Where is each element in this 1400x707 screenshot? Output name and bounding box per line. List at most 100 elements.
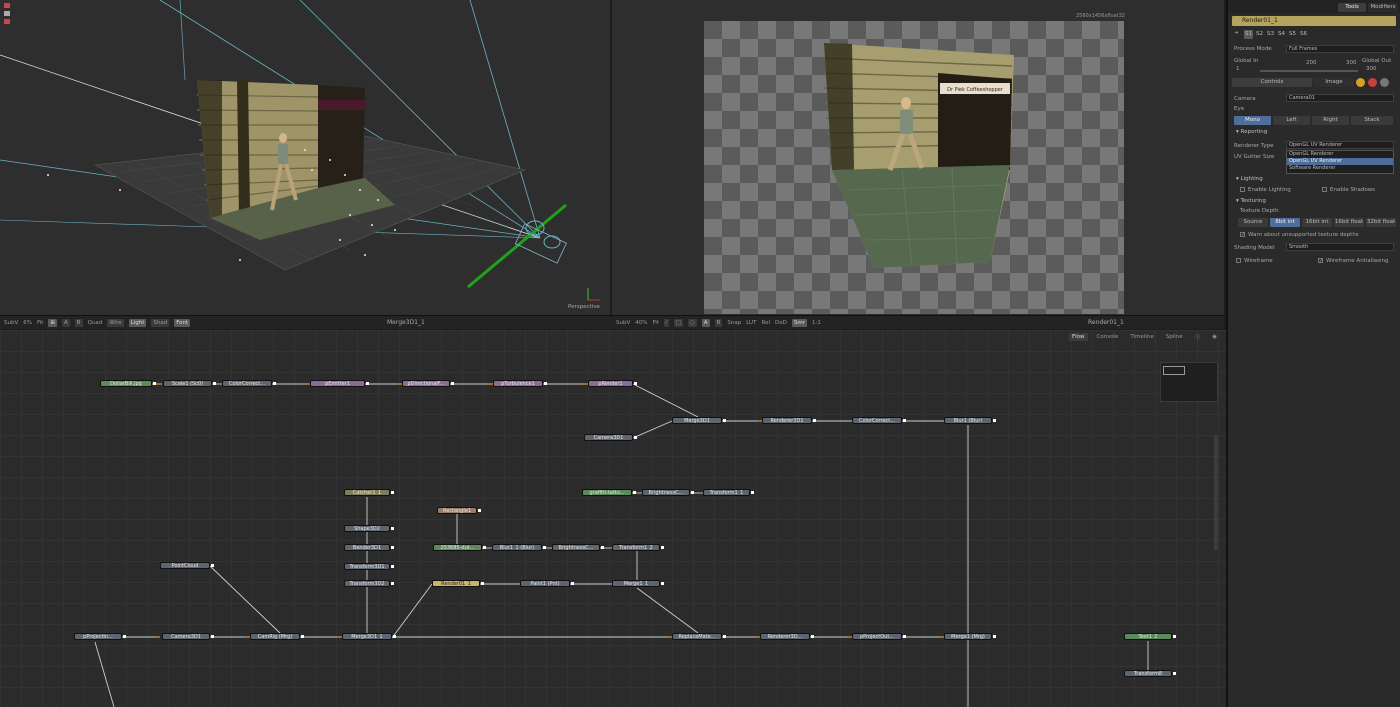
dod-button[interactable]: DoD xyxy=(775,319,787,326)
node-output-pin[interactable] xyxy=(273,382,276,385)
flow-node-blur11[interactable]: Blur1_1 (Blur) xyxy=(492,544,542,551)
flow-node-merge3d11[interactable]: Merge3D1_1 xyxy=(342,633,392,640)
node-output-pin[interactable] xyxy=(391,582,394,585)
warn-depth-checkbox[interactable]: ✓Warn about unsupported texture depths xyxy=(1240,232,1359,238)
camera-select[interactable]: Camera01 xyxy=(1286,94,1394,102)
node-output-pin[interactable] xyxy=(634,436,637,439)
flow-node-merge3d1[interactable]: Merge3D1 xyxy=(672,417,722,424)
tab-s5[interactable]: S5 xyxy=(1289,31,1296,37)
zoom-readout[interactable]: 6% xyxy=(23,319,32,326)
enable-lighting-checkbox[interactable]: Enable Lighting xyxy=(1240,187,1291,193)
flow-node-transform1[interactable]: Transform1_1 xyxy=(703,489,750,496)
reset-icon[interactable] xyxy=(1380,78,1389,87)
flow-node-tr3d1[interactable]: Transform3D1 xyxy=(344,563,390,570)
eye-left-button[interactable]: Left xyxy=(1273,116,1310,125)
tab-spline[interactable]: Spline xyxy=(1165,334,1183,340)
global-out-value[interactable]: 300 xyxy=(1366,66,1377,72)
pin-icon[interactable]: ⇥ xyxy=(1234,30,1239,36)
node-output-pin[interactable] xyxy=(544,382,547,385)
flow-node-tr12[interactable]: Transform1_2 xyxy=(612,544,660,551)
tab-controls[interactable]: Controls xyxy=(1232,78,1312,87)
flow-node-pdir[interactable]: pDirectionalF... xyxy=(402,380,450,387)
renderer-type-select[interactable]: OpenGL UV Renderer xyxy=(1286,141,1394,149)
depth-source-button[interactable]: Source xyxy=(1238,218,1268,227)
wire-button[interactable]: Wire xyxy=(107,318,124,327)
flow-node-camera1[interactable]: Camera3D1 xyxy=(584,434,633,441)
option-opengl-uv-renderer[interactable]: OpenGL UV Renderer xyxy=(1287,158,1393,165)
depth-16bit-float-button[interactable]: 16bit float xyxy=(1334,218,1364,227)
node-output-pin[interactable] xyxy=(691,491,694,494)
flow-node-scale1[interactable]: Scale1 (Sc0) xyxy=(163,380,212,387)
flow-node-projout[interactable]: pProjectOut... xyxy=(852,633,902,640)
flow-node-catcher[interactable]: Catcher1_1 xyxy=(344,489,390,496)
process-mode-select[interactable]: Full Frames xyxy=(1286,45,1394,53)
flow-node-render3d1[interactable]: Renderer3D1 xyxy=(762,417,812,424)
letter-a-icon[interactable]: A xyxy=(62,318,70,327)
depth-32bit-float-button[interactable]: 32bit float xyxy=(1366,218,1396,227)
node-output-pin[interactable] xyxy=(213,382,216,385)
letter-a-icon-right[interactable]: A xyxy=(701,318,710,327)
tab-s6[interactable]: S6 xyxy=(1300,31,1307,37)
depth-8bit-button[interactable]: 8bit int xyxy=(1270,218,1300,227)
flow-node-pturb[interactable]: pTurbulence1 xyxy=(493,380,543,387)
node-output-pin[interactable] xyxy=(366,382,369,385)
letter-b-icon-right[interactable]: B xyxy=(714,318,723,327)
flow-node-merge2[interactable]: Merge1 (Mrg) xyxy=(944,633,992,640)
node-output-pin[interactable] xyxy=(903,419,906,422)
flow-node-dollar[interactable]: DollarBill.jpg xyxy=(100,380,152,387)
shad-button[interactable]: Shad xyxy=(151,318,170,327)
flow-node-render011[interactable]: Render01_1 xyxy=(432,580,480,587)
node-output-pin[interactable] xyxy=(481,582,484,585)
node-output-pin[interactable] xyxy=(661,582,664,585)
fit-button[interactable]: Fit xyxy=(36,319,44,326)
flow-node-file253[interactable]: 253685-dut... xyxy=(433,544,482,551)
settings-gear-icon[interactable] xyxy=(1356,78,1365,87)
reporting-section[interactable]: ▾ Reporting xyxy=(1236,129,1268,135)
node-title-bar[interactable]: Render01_1 xyxy=(1232,16,1396,26)
node-output-pin[interactable] xyxy=(211,635,214,638)
refresh-icon[interactable] xyxy=(1368,78,1377,87)
node-output-pin[interactable] xyxy=(301,635,304,638)
node-output-pin[interactable] xyxy=(153,382,156,385)
lighting-section[interactable]: ▾ Lighting xyxy=(1236,176,1263,182)
ratio-button[interactable]: 1:1 xyxy=(811,319,821,326)
node-output-pin[interactable] xyxy=(483,546,486,549)
tab-s3[interactable]: S3 xyxy=(1267,31,1274,37)
flow-node-bright2[interactable]: BrightnessC... xyxy=(552,544,600,551)
option-software-renderer[interactable]: Software Renderer xyxy=(1289,165,1336,171)
flow-view[interactable]: Flow Console Timeline Spline ⓘ ◉ xyxy=(0,330,1226,707)
eye-mono-button[interactable]: Mono xyxy=(1234,116,1271,125)
depth-16bit-int-button[interactable]: 16bit int xyxy=(1302,218,1332,227)
flow-node-transform8[interactable]: Transform8 xyxy=(1124,670,1172,677)
flow-node-bender[interactable]: Bender3D1 xyxy=(344,544,390,551)
tab-s4[interactable]: S4 xyxy=(1278,31,1285,37)
flow-node-rectangle[interactable]: Rectangle1 xyxy=(437,507,477,514)
flow-node-pointcloud[interactable]: PointCloud xyxy=(160,562,210,569)
eye-icon[interactable]: ◉ xyxy=(1212,334,1217,340)
tab-timeline[interactable]: Timeline xyxy=(1130,334,1154,340)
tab-modifiers[interactable]: Modifiers xyxy=(1368,3,1398,12)
flow-node-merge11[interactable]: Merge1_1 xyxy=(612,580,660,587)
letter-b-icon[interactable]: B xyxy=(74,318,83,327)
smr-button[interactable]: Smr xyxy=(791,318,807,327)
tab-flow[interactable]: Flow xyxy=(1068,333,1088,341)
node-output-pin[interactable] xyxy=(811,635,814,638)
wireframe-aa-checkbox[interactable]: ✓Wireframe Antialiasing xyxy=(1318,258,1389,264)
node-output-pin[interactable] xyxy=(571,582,574,585)
node-output-pin[interactable] xyxy=(723,635,726,638)
node-output-pin[interactable] xyxy=(391,527,394,530)
tab-console[interactable]: Console xyxy=(1096,334,1119,340)
zoom-readout-right[interactable]: 40% xyxy=(635,319,648,326)
subview-button-right[interactable]: SubV xyxy=(616,319,631,326)
flow-node-graffiti[interactable]: graffiti-tatto... xyxy=(582,489,632,496)
tab-image[interactable]: Image xyxy=(1314,78,1354,87)
node-output-pin[interactable] xyxy=(451,382,454,385)
flow-scrollbar[interactable] xyxy=(1214,435,1218,550)
node-output-pin[interactable] xyxy=(391,546,394,549)
flow-node-shape[interactable]: Shape3D2 xyxy=(344,525,390,532)
global-range-slider[interactable] xyxy=(1260,70,1358,72)
circle-tool-icon[interactable]: ○ xyxy=(688,318,697,327)
transform-tool-icon[interactable]: ⊞ xyxy=(48,318,58,327)
flow-node-tr3d2[interactable]: Transform3D2 xyxy=(344,580,390,587)
option-opengl-renderer[interactable]: OpenGL Renderer xyxy=(1289,151,1334,157)
